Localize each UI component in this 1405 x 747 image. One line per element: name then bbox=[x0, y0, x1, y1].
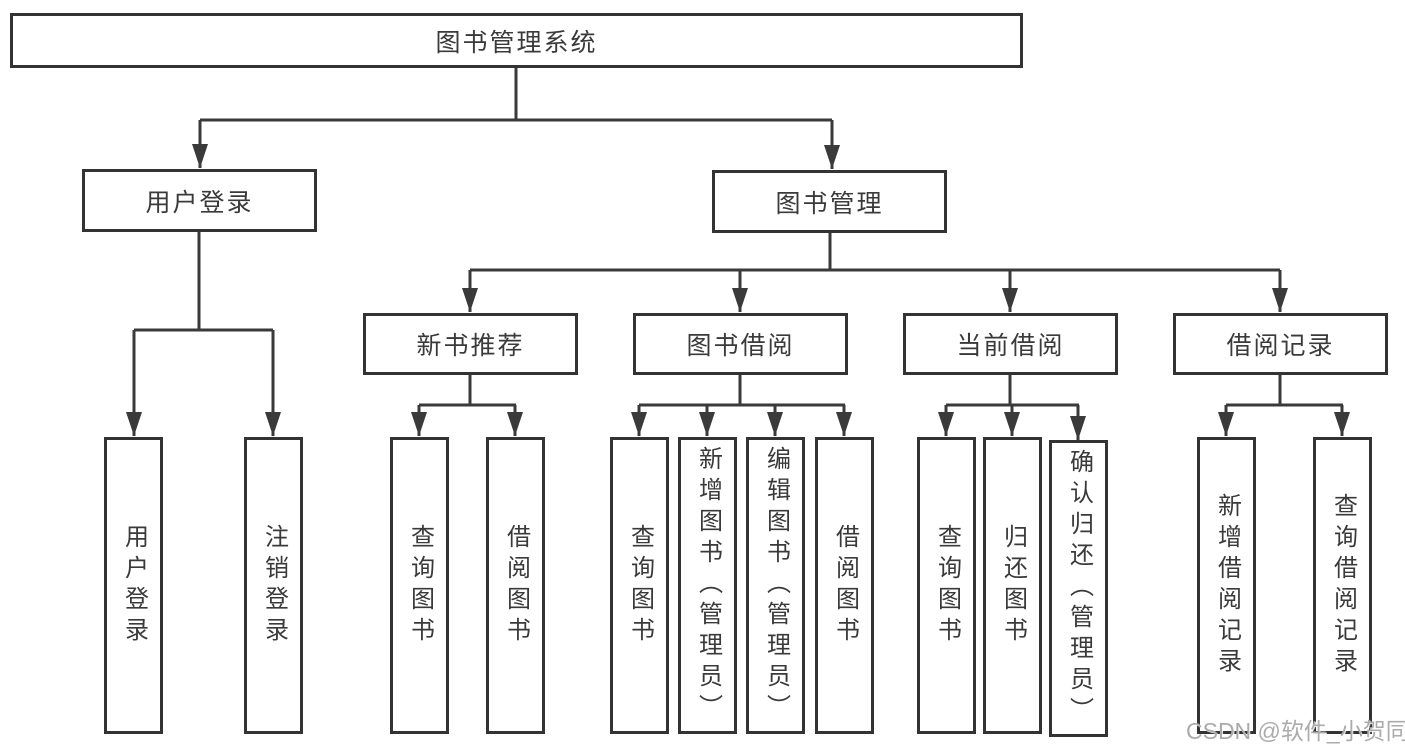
node-borrow-books: 借阅图书 bbox=[815, 437, 874, 734]
node-add-books-admin: 新增图书（管理员） bbox=[678, 437, 737, 734]
node-label: 图书借阅 bbox=[686, 332, 795, 360]
node-add-borrow-record: 新增借阅记录 bbox=[1197, 437, 1256, 734]
node-label: 确认归还（管理员） bbox=[1065, 449, 1093, 728]
node-query-books-current: 查询图书 bbox=[917, 437, 976, 734]
node-label: 用户登录 bbox=[120, 523, 148, 648]
node-label: 图书管理系统 bbox=[435, 28, 598, 57]
node-edit-books-admin: 编辑图书（管理员） bbox=[746, 437, 805, 734]
node-label: 当前借阅 bbox=[956, 332, 1065, 360]
node-user-login: 用户登录 bbox=[104, 437, 163, 734]
node-query-borrow-record: 查询借阅记录 bbox=[1313, 437, 1372, 734]
node-label: 编辑图书（管理员） bbox=[762, 446, 790, 725]
node-user-login-branch: 用户登录 bbox=[82, 169, 317, 232]
node-label: 归还图书 bbox=[999, 523, 1027, 648]
node-label: 新书推荐 bbox=[416, 332, 525, 360]
node-borrow-records: 借阅记录 bbox=[1173, 313, 1388, 375]
node-query-books-recommend: 查询图书 bbox=[390, 437, 449, 734]
node-label: 借阅图书 bbox=[831, 523, 859, 648]
node-label: 注销登录 bbox=[260, 523, 288, 648]
node-logout: 注销登录 bbox=[244, 437, 303, 734]
node-return-books: 归还图书 bbox=[983, 437, 1042, 734]
node-borrow-books-recommend: 借阅图书 bbox=[486, 437, 545, 734]
csdn-watermark: CSDN @软件_小贺同学 bbox=[1186, 718, 1405, 744]
node-book-management: 图书管理 bbox=[712, 170, 947, 233]
node-system-root: 图书管理系统 bbox=[10, 13, 1023, 68]
node-label: 图书管理 bbox=[775, 189, 884, 218]
node-label: 查询图书 bbox=[933, 523, 961, 648]
node-label: 新增图书（管理员） bbox=[694, 446, 722, 725]
node-label: 查询借阅记录 bbox=[1329, 492, 1357, 679]
node-confirm-return-admin: 确认归还（管理员） bbox=[1049, 440, 1108, 737]
node-label: 查询图书 bbox=[406, 523, 434, 648]
node-book-borrowing: 图书借阅 bbox=[633, 313, 848, 375]
node-label: 查询图书 bbox=[626, 523, 654, 648]
node-label: 借阅图书 bbox=[502, 523, 530, 648]
node-label: 用户登录 bbox=[145, 188, 254, 217]
node-current-borrowing: 当前借阅 bbox=[903, 313, 1118, 375]
node-label: 借阅记录 bbox=[1226, 332, 1335, 360]
node-query-books-borrowing: 查询图书 bbox=[610, 437, 669, 734]
node-new-book-recommend: 新书推荐 bbox=[363, 313, 578, 375]
node-label: 新增借阅记录 bbox=[1213, 492, 1241, 679]
